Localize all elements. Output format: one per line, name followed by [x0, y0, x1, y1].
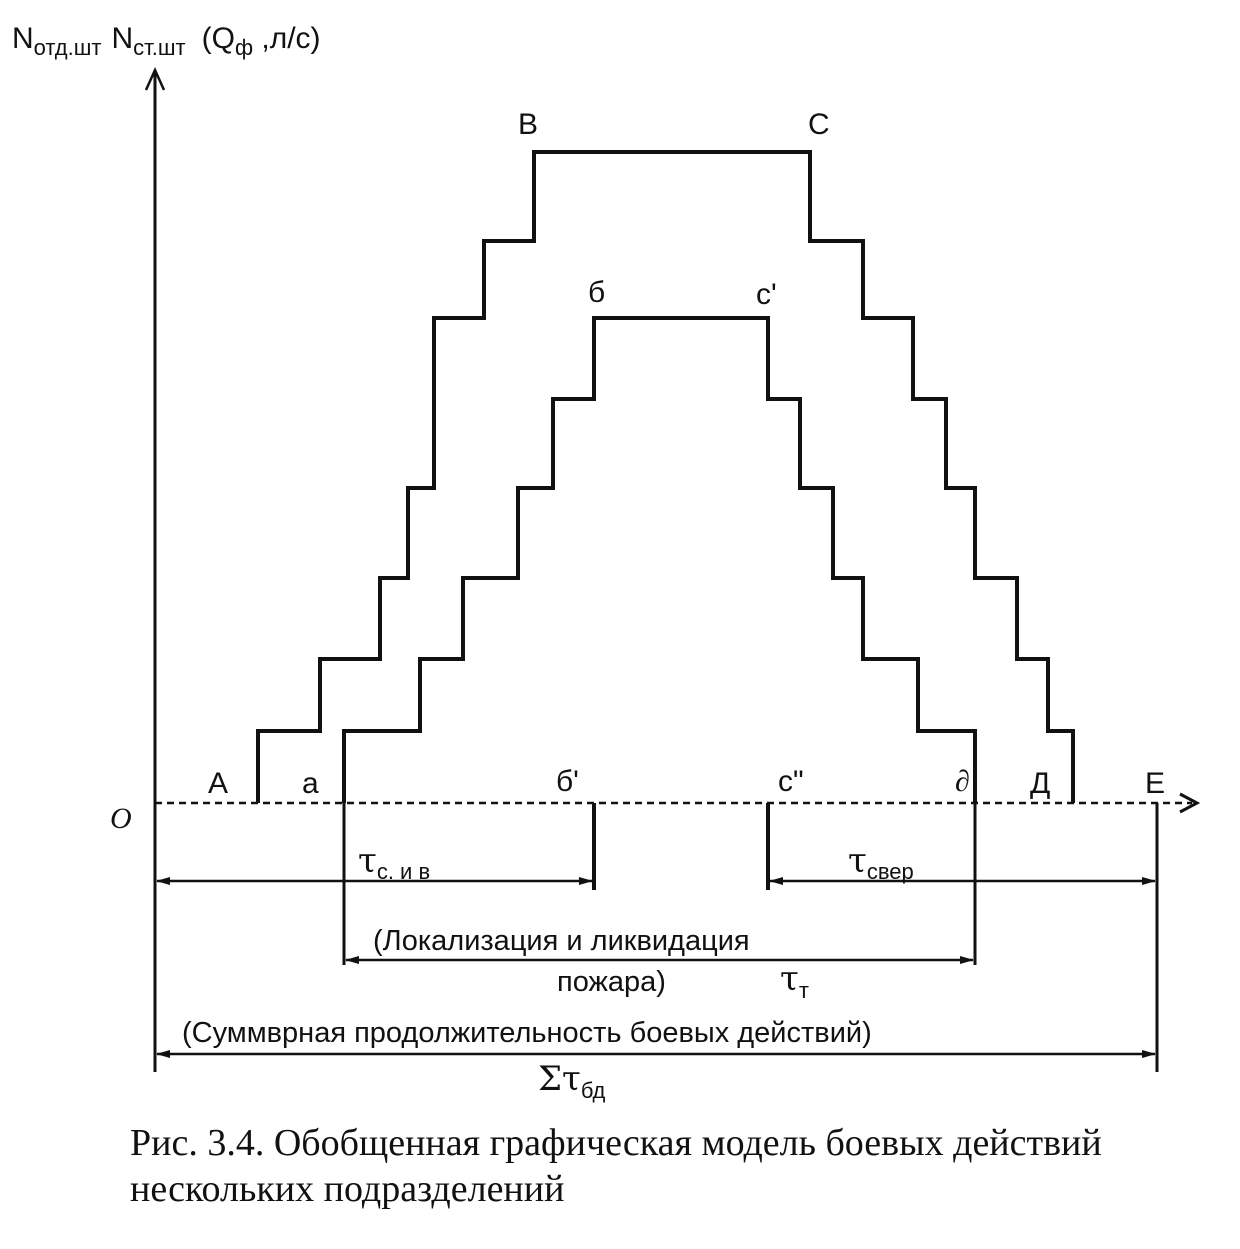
label-tau-sver: τсвер — [848, 841, 914, 884]
y-axis-arrow — [144, 66, 166, 91]
inner-staircase — [342, 316, 977, 803]
outer-staircase — [256, 150, 1075, 803]
point-D: Д — [1030, 767, 1050, 800]
point-b1: б' — [556, 765, 579, 798]
label-tau-siv: τс. и в — [358, 841, 430, 884]
point-C: С — [808, 108, 830, 141]
point-c1: с' — [756, 278, 777, 311]
figure-caption: Рис. 3.4. Обобщенная графическая модель … — [130, 1120, 1210, 1212]
label-localization-1: (Локализация и ликвидация — [373, 925, 750, 957]
point-c2: с" — [778, 765, 804, 798]
caption-line-1: Рис. 3.4. Обобщенная графическая модель … — [130, 1122, 1102, 1164]
label-sigma: Στбд — [538, 1059, 605, 1103]
point-a: а — [302, 767, 319, 800]
origin-label: O — [110, 802, 132, 835]
point-d: ∂ — [955, 765, 970, 798]
point-E: Е — [1145, 767, 1165, 800]
point-A: А — [208, 767, 228, 800]
label-total: (Суммврная продолжительность боевых дейс… — [182, 1017, 872, 1049]
label-tau-t: τт — [780, 959, 809, 1003]
label-localization-2: пожара) — [557, 966, 666, 998]
x-axis-arrow — [1179, 792, 1201, 814]
point-b: б — [588, 276, 605, 309]
point-B: В — [518, 108, 538, 141]
caption-line-2: нескольких подразделений — [130, 1168, 565, 1210]
